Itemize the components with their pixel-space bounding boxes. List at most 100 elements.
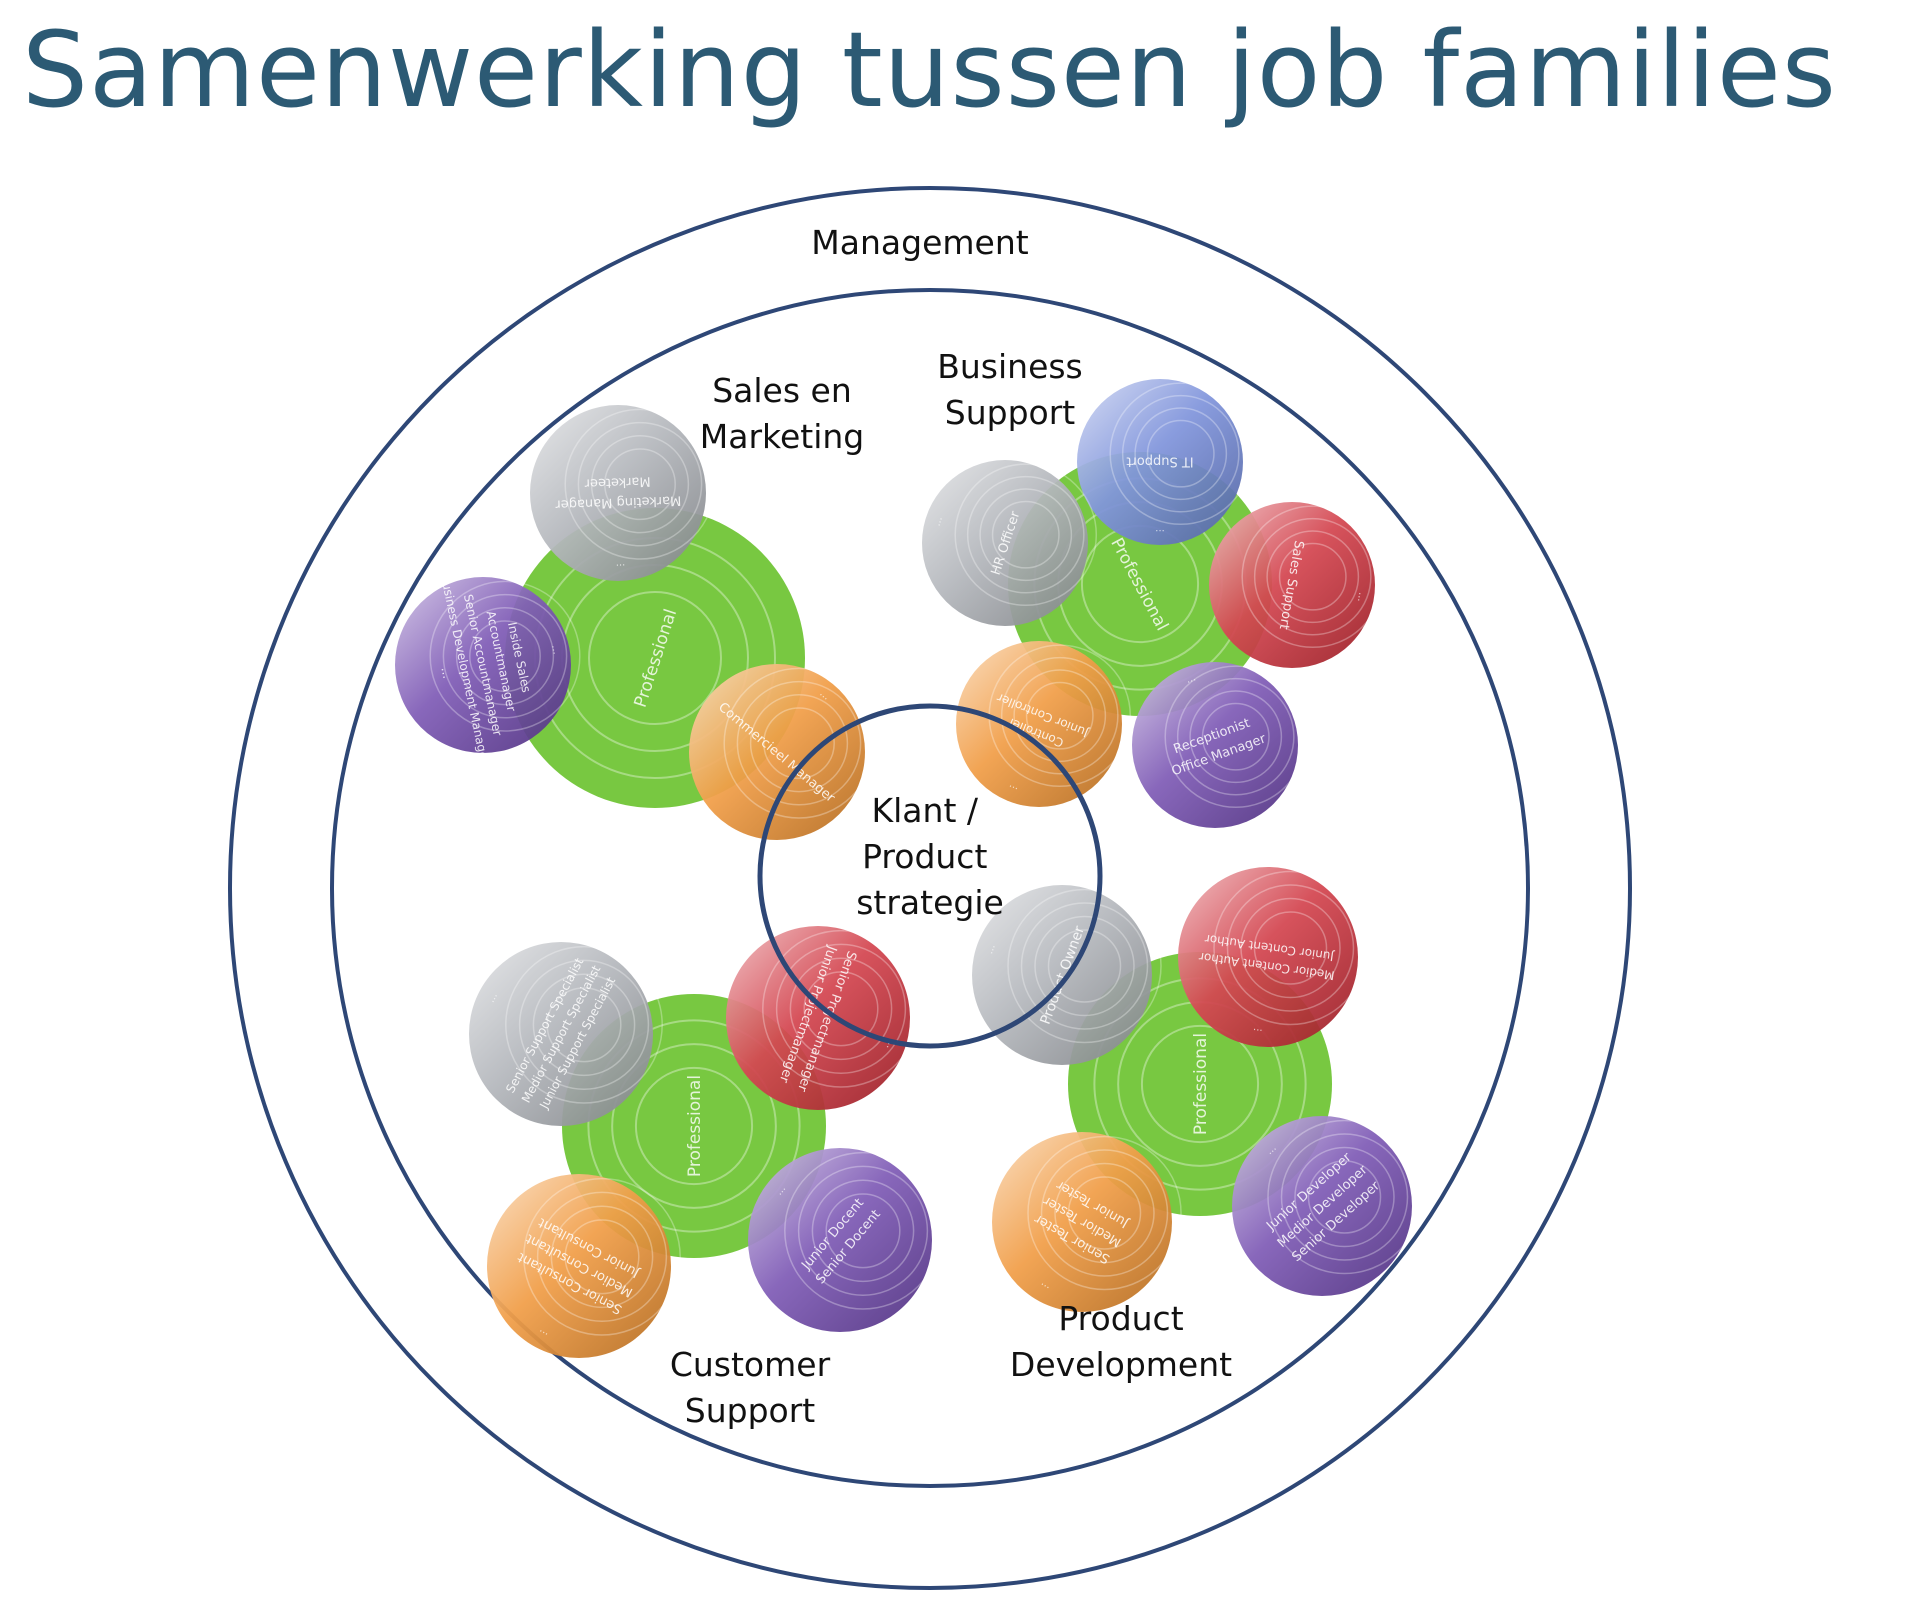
family-product: Professional···Product Owner···Medior Co…	[972, 867, 1422, 1312]
bubble-ring	[1109, 382, 1253, 526]
bubble-ring	[1307, 1160, 1382, 1234]
bubble-ring	[1007, 888, 1162, 1044]
bubble-ring	[1000, 656, 1119, 775]
center-label-line: Klant /	[872, 791, 979, 830]
page-title: Samenwerking tussen job families	[22, 9, 1837, 131]
bubble-ring	[1253, 911, 1328, 985]
bubble-ring	[1040, 1149, 1169, 1277]
role-bubble-grey: ···HR Officer	[922, 460, 1098, 626]
bubble-ring	[429, 580, 581, 732]
bubble-fill	[726, 926, 910, 1110]
management-label: Management	[811, 223, 1028, 262]
family-label-line: Product	[1058, 1299, 1183, 1338]
core-ring	[587, 1019, 801, 1233]
bubble-dots: ···	[616, 558, 626, 569]
bubble-ring	[505, 945, 663, 1104]
bubble-ring	[1027, 1135, 1182, 1291]
center-circle	[757, 703, 1103, 1049]
bubble-ring	[1241, 505, 1385, 649]
bubble-dots: ···	[1252, 1023, 1263, 1035]
management-ring	[228, 186, 1632, 1590]
family-label-line: Support	[685, 1391, 816, 1430]
bubble-fill	[530, 405, 706, 581]
bubble-fill	[469, 942, 653, 1126]
role-bubble-red: ···Sales Support	[1209, 502, 1385, 668]
bubble-dots: ···	[488, 992, 502, 1006]
bubble-ring	[1013, 669, 1107, 763]
bubble-ring	[455, 607, 555, 706]
bubble-dots: ···	[934, 516, 947, 528]
bubble-ring	[991, 500, 1060, 569]
bubble-ring	[1213, 870, 1368, 1026]
family-label-line: Development	[1010, 1345, 1232, 1384]
bubble-ring	[469, 620, 541, 693]
bubble-ring	[1146, 419, 1215, 488]
bubble-fill	[956, 641, 1122, 807]
bubble-ring	[1121, 394, 1240, 513]
bubble-fill	[689, 664, 865, 840]
role-label: ...	[438, 666, 454, 680]
bubble-dots: ···	[1352, 591, 1364, 602]
bubble-ring	[1226, 884, 1355, 1012]
bubble-ring	[749, 694, 849, 793]
bubble-ring	[1176, 677, 1295, 796]
bubble-ring	[1025, 681, 1094, 750]
bubble-dots: ···	[546, 644, 559, 656]
center-label-line: Product	[862, 837, 987, 876]
bubble-ring	[723, 667, 875, 819]
bubble-ring	[1020, 902, 1149, 1030]
bubble-ring	[803, 971, 879, 1047]
bubble-fill	[1077, 379, 1243, 545]
bubble-ring	[1164, 665, 1308, 809]
bubble-ring	[797, 1165, 929, 1296]
center-label-line: strategie	[856, 883, 1004, 922]
bubble-ring	[979, 488, 1073, 582]
bubble-dots: ···	[1039, 1278, 1053, 1292]
bubble-ring	[1253, 517, 1372, 636]
bubble-ring	[762, 929, 920, 1088]
bubble-dots: ···	[1186, 675, 1199, 689]
bubble-ring	[442, 593, 568, 719]
bubble-dots: ···	[987, 944, 1001, 957]
bubble-ring	[1134, 407, 1228, 501]
bubble-ring	[564, 408, 716, 560]
role-label: IT Support	[1126, 453, 1193, 468]
bubble-fill	[395, 577, 571, 753]
bubble-ring	[954, 463, 1098, 607]
family-customer: Professional···Senior Support Specialist…	[469, 926, 942, 1358]
bubble-dots: ···	[1007, 779, 1020, 793]
bubble-ring	[1280, 1133, 1409, 1261]
center-label: Klant / Product strategie	[856, 791, 1004, 922]
bubble-ring	[577, 421, 703, 547]
bubble-ring	[1034, 915, 1135, 1017]
bubble-ring	[811, 1179, 915, 1283]
role-label: Marketeer	[584, 473, 651, 490]
bubble-ring	[1240, 897, 1341, 999]
bubble-ring	[775, 943, 907, 1074]
bubble-ring	[1067, 1176, 1142, 1250]
bubble-ring	[536, 1191, 668, 1322]
bubble-ring	[546, 987, 622, 1063]
bubble-fill	[1178, 867, 1358, 1047]
bubble-ring	[523, 1177, 681, 1336]
bubble-roles: IT Support	[1126, 453, 1193, 468]
organisation-ring	[330, 288, 1530, 1488]
bubble-fill	[487, 1174, 671, 1358]
bubble-ring	[1266, 530, 1360, 624]
bubble-ring	[825, 1193, 901, 1269]
family-label-line: Business	[937, 347, 1083, 386]
bubble-ring	[1278, 542, 1347, 611]
bubble-dots: ···	[1155, 524, 1165, 535]
